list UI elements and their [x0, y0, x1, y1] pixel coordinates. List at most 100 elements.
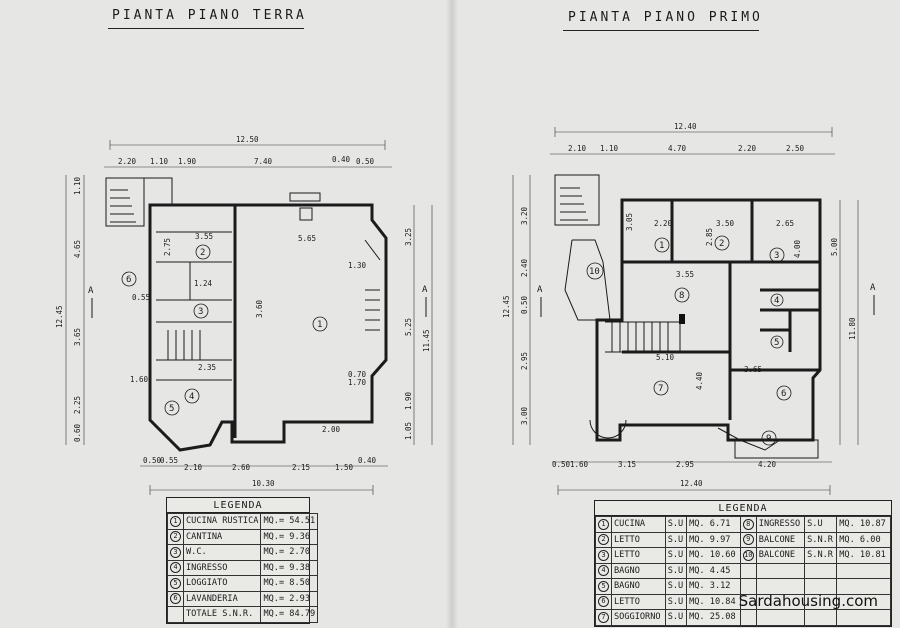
first-dim-inner-r2: 3.50: [716, 219, 735, 228]
legend-room-type: S.U: [664, 578, 688, 595]
first-external-stair: [554, 174, 600, 226]
legend-room-type: [804, 609, 838, 626]
ground-dim-bottom-d: 2.60: [232, 463, 251, 472]
first-dim-left-e: 3.00: [520, 406, 529, 425]
legend-room-area: MQ. 10.84: [686, 593, 741, 610]
legend-room-number: 10: [742, 549, 754, 561]
legend-room-area: MQ.= 9.38: [260, 559, 319, 576]
first-room-label-6: 6: [781, 389, 786, 399]
first-room-marker-4: [770, 293, 784, 307]
first-room-label-1: 1: [659, 241, 664, 251]
legend-room-area: MQ.= 54.51: [260, 513, 319, 530]
legend-room-area: MQ.= 2.70: [260, 544, 319, 561]
first-room-marker-9: [761, 430, 777, 446]
first-room-marker-1: [654, 237, 670, 253]
legend-number-cell: 4: [167, 559, 184, 576]
first-room-marker-6: [776, 385, 792, 401]
ground-section-mark-right: A: [422, 285, 428, 295]
ground-dim-left-overall: 12.45: [55, 305, 64, 328]
legend-number-cell: 10: [739, 547, 757, 564]
first-dim-inner-r8: 2.20: [654, 219, 673, 228]
first-room-label-2: 2: [719, 239, 724, 249]
legend-number-cell: 1: [595, 516, 612, 533]
first-balcony-10: [564, 239, 611, 321]
first-room-label-10: 10: [589, 267, 600, 277]
legend-number-cell: 6: [167, 590, 184, 607]
legend-room-type: [804, 562, 838, 579]
ground-dim-inner-4: 2.75: [163, 238, 172, 256]
legend-room-type: S.U: [664, 516, 688, 533]
first-dim-inner-r6: 3.65: [744, 365, 762, 374]
ground-dim-inner-6: 1.30: [348, 261, 367, 270]
legend-room-number: 8: [742, 518, 754, 530]
first-room-label-9: 9: [766, 434, 771, 444]
first-room-marker-7: [653, 380, 669, 396]
ground-room-marker-5: [164, 400, 180, 416]
legend-room-name: BALCONE: [755, 531, 806, 548]
ground-room-label-1: 1: [317, 320, 322, 330]
ground-room-marker-4: [184, 388, 200, 404]
legend-number-cell: 5: [167, 575, 184, 592]
ground-dim-left-b: 4.65: [73, 240, 82, 258]
first-stair-marker: [679, 314, 685, 324]
first-round-balcony: [589, 419, 627, 439]
ground-dim-bottom-c: 2.10: [184, 463, 203, 472]
ground-room-label-5: 5: [169, 404, 174, 414]
first-room-marker-2: [714, 235, 730, 251]
first-dim-bottom-d: 2.95: [676, 460, 694, 469]
first-room-marker-8: [674, 287, 690, 303]
legend-room-area: MQ. 10.60: [686, 547, 741, 564]
ground-dim-bottom-e: 2.15: [292, 463, 310, 472]
first-dim-left-overall: 12.45: [502, 295, 511, 318]
legend-room-name: BALCONE: [755, 547, 806, 564]
legend-room-area: MQ.= 84.79: [260, 606, 319, 623]
legend-room-number: 2: [598, 534, 609, 546]
first-dim-right-a: 5.00: [830, 237, 839, 256]
first-dim-inner-r4: 3.55: [676, 270, 694, 279]
ground-legend-title: LEGENDA: [167, 498, 309, 513]
ground-dim-bottom-overall: 10.30: [252, 479, 275, 488]
legend-room-name: BAGNO: [611, 562, 666, 579]
legend-room-area: MQ. 4.45: [686, 562, 741, 579]
watermark: Sardahousing.com: [738, 592, 878, 610]
ground-dim-bottom-b: 0.55: [160, 456, 178, 465]
legend-room-number: 7: [598, 611, 609, 623]
ground-dim-inner-1: 3.55: [195, 232, 213, 241]
ground-dim-top-b: 1.10: [150, 157, 169, 166]
legend-room-name: W.C.: [182, 544, 262, 561]
ground-dim-inner-10: 1.60: [130, 375, 149, 384]
legend-room-name: LAVANDERIA: [182, 590, 262, 607]
legend-room-area: MQ. 10.81: [836, 547, 891, 564]
first-legend-title: LEGENDA: [595, 501, 891, 516]
legend-room-name: SOGGIORNO: [611, 609, 666, 626]
ground-dim-right-d: 1.05: [404, 422, 413, 440]
ground-dim-inner-5: 0.55: [132, 293, 150, 302]
ground-dim-left-d: 2.25: [73, 396, 82, 414]
legend-room-number: 4: [598, 565, 609, 577]
ground-dim-right-c: 1.90: [404, 391, 413, 410]
ground-dim-bottom-g: 0.40: [358, 456, 377, 465]
first-dim-left-a: 3.20: [520, 206, 529, 225]
legend-number-cell: [739, 609, 757, 626]
first-dim-left-c: 0.50: [520, 295, 529, 314]
legend-room-area: MQ.= 9.36: [260, 528, 319, 545]
ground-dim-inner-9: 2.00: [322, 425, 341, 434]
first-room-label-3: 3: [774, 251, 779, 261]
legend-number-cell: 3: [167, 544, 184, 561]
legend-room-number: 1: [170, 515, 181, 527]
legend-room-number: 3: [170, 546, 181, 558]
legend-number-cell: [739, 562, 757, 579]
ground-dim-kitchen-height: 3.60: [255, 299, 264, 318]
first-room-marker-3: [769, 247, 785, 263]
ground-outer-walls: [148, 203, 388, 452]
first-dim-bottom-overall: 12.40: [680, 479, 703, 488]
legend-room-area: MQ. 10.87: [836, 516, 891, 533]
first-dim-inner-r7: 4.40: [695, 371, 704, 390]
legend-number-cell: 8: [739, 516, 757, 533]
legend-room-type: S.N.R: [804, 547, 838, 564]
